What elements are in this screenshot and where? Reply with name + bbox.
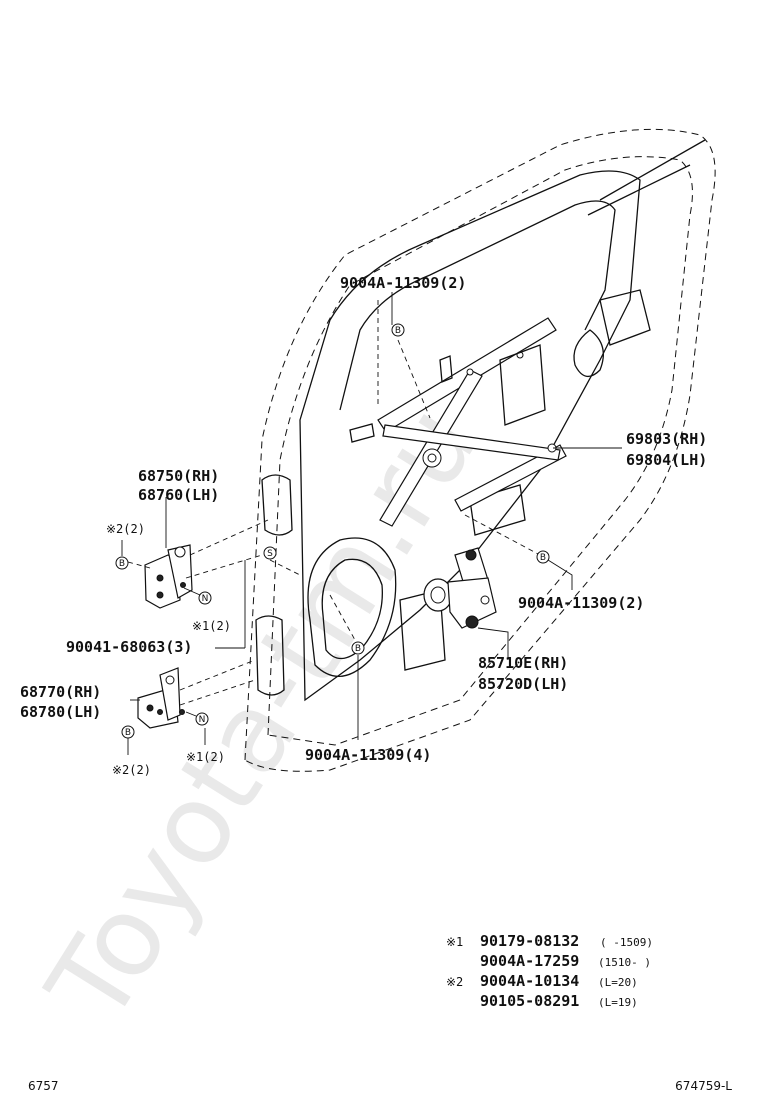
door-outline	[244, 128, 716, 772]
note-row3-spec: (L=20)	[598, 976, 638, 989]
label-lower-hinge-rh: 68770(RH)	[20, 683, 101, 701]
note-row2-part: 9004A-17259	[480, 952, 579, 970]
note-row1-range: ( -1509)	[600, 936, 653, 949]
marker-b-top: B	[391, 323, 405, 337]
window-regulator	[349, 317, 567, 527]
note-row4-spec: (L=19)	[598, 996, 638, 1009]
notes-table: ※1 90179-08132 ( -1509) 9004A-17259 (151…	[446, 932, 653, 1010]
callout-upper-hinge-nut: ※1(2)	[192, 619, 231, 633]
window-motor	[423, 547, 497, 629]
marker-n-upper-hinge: N	[198, 591, 212, 605]
callout-lower-hinge-bolt: ※2(2)	[112, 763, 151, 777]
leader-lines	[121, 292, 622, 755]
label-bolt-top: 9004A-11309(2)	[340, 274, 466, 292]
marker-b-right: B	[536, 550, 550, 564]
upper-hinge	[144, 544, 193, 609]
note-row4-part: 90105-08291	[480, 992, 579, 1010]
note-row1-part: 90179-08132	[480, 932, 579, 950]
lower-hinge	[137, 667, 185, 729]
note-row2-range: (1510- )	[598, 956, 651, 969]
svg-text:N: N	[199, 715, 206, 725]
note-mark-2: ※2	[446, 975, 463, 989]
note-row3-part: 9004A-10134	[480, 972, 579, 990]
marker-b-lower-hinge: B	[121, 725, 135, 739]
callout-lower-hinge-nut: ※1(2)	[186, 750, 225, 764]
svg-text:B: B	[125, 728, 131, 738]
marker-s-screw: S	[263, 546, 277, 560]
label-motor-rh: 85710E(RH)	[478, 654, 568, 672]
svg-text:B: B	[540, 553, 546, 563]
label-regulator-rh: 69803(RH)	[626, 430, 707, 448]
note-mark-1: ※1	[446, 935, 463, 949]
svg-text:S: S	[267, 549, 273, 559]
footer-right-code: 674759-L	[675, 1079, 732, 1093]
label-screw: 90041-68063(3)	[66, 638, 192, 656]
label-lower-hinge-lh: 68780(LH)	[20, 703, 101, 721]
svg-text:B: B	[395, 326, 401, 336]
footer-left-code: 6757	[28, 1079, 59, 1093]
label-upper-hinge-lh: 68760(LH)	[138, 486, 219, 504]
svg-text:B: B	[119, 559, 125, 569]
marker-n-lower-hinge: N	[195, 712, 209, 726]
label-bolt-bottom: 9004A-11309(4)	[305, 746, 431, 764]
callout-upper-hinge-bolt: ※2(2)	[106, 522, 145, 536]
label-upper-hinge-rh: 68750(RH)	[138, 467, 219, 485]
label-motor-lh: 85720D(LH)	[478, 675, 568, 693]
label-regulator-lh: 69804(LH)	[626, 451, 707, 469]
svg-text:N: N	[202, 594, 209, 604]
marker-b-bottom: B	[351, 641, 365, 655]
label-bolt-right: 9004A-11309(2)	[518, 594, 644, 612]
marker-b-upper-hinge: B	[115, 556, 129, 570]
svg-text:B: B	[355, 644, 361, 654]
